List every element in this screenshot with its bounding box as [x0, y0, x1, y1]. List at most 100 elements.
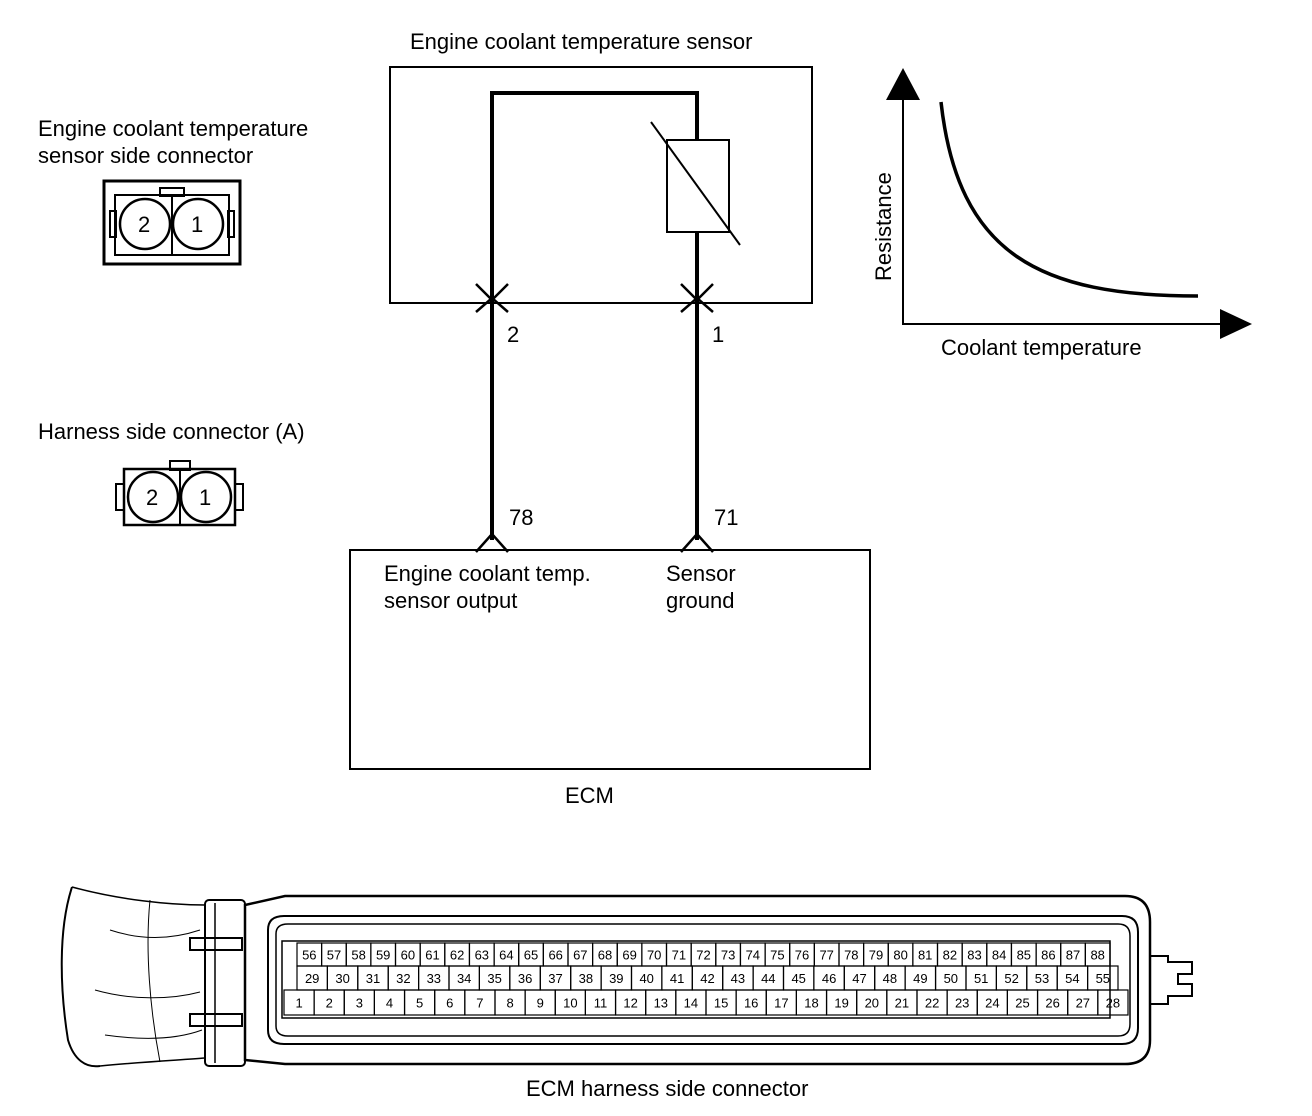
ecm-pin-number: 77: [819, 948, 833, 963]
sensor-pin-2-label: 2: [507, 322, 519, 347]
ecm-pin-number: 84: [992, 948, 1006, 963]
harness-connector-pin-2: [126, 470, 180, 524]
ecm-pin-number: 68: [598, 948, 612, 963]
ecm-output-label-line1: Engine coolant temp.: [384, 561, 591, 586]
ecm-pin-number: 34: [457, 971, 471, 986]
ecm-terminal-78-label: 78: [509, 505, 533, 530]
ecm-pin-number: 21: [895, 996, 909, 1011]
ecm-pin-number: 37: [548, 971, 562, 986]
thermistor-variable-arrow: [650, 121, 741, 246]
sensor-connector-pin-2: [118, 197, 172, 251]
ecm-pin-number: 19: [834, 996, 848, 1011]
sensor-connector-pin-2-label: 2: [138, 212, 150, 237]
ecm-ground-label-line2: ground: [666, 588, 735, 613]
ecm-pin-number: 66: [548, 948, 562, 963]
ecm-pin-number: 35: [487, 971, 501, 986]
ecm-pin-number: 78: [844, 948, 858, 963]
ecm-pin-number: 43: [731, 971, 745, 986]
ecm-pin-number: 87: [1066, 948, 1080, 963]
ecm-pin-number: 38: [579, 971, 593, 986]
sensor-connector-pin-1-label: 1: [191, 212, 203, 237]
sensor-connector-label-line1: Engine coolant temperature: [38, 116, 308, 141]
ecm-pin-number: 10: [563, 996, 577, 1011]
ecm-pin-number: 6: [446, 996, 453, 1011]
ecm-pin-number: 46: [822, 971, 836, 986]
ecm-pin-number: 70: [647, 948, 661, 963]
ecm-pin-number: 9: [537, 996, 544, 1011]
ecm-pin-number: 23: [955, 996, 969, 1011]
ecm-pin-number: 14: [684, 996, 698, 1011]
sensor-connector-label-line2: sensor side connector: [38, 143, 253, 168]
ecm-pin-number: 22: [925, 996, 939, 1011]
ecm-pin-number: 32: [396, 971, 410, 986]
ecm-terminal-71-label: 71: [714, 505, 738, 530]
ecm-pin-number: 44: [761, 971, 775, 986]
ecm-pin-number: 15: [714, 996, 728, 1011]
ecm-pin-number: 56: [302, 948, 316, 963]
ecm-ground-label-line1: Sensor: [666, 561, 736, 586]
sensor-internal-wire: [490, 91, 699, 298]
sensor-terminal-1-connector: [680, 296, 714, 313]
resistance-graph: [886, 68, 1252, 339]
sensor-side-connector: [102, 179, 242, 266]
ecm-pin-number: 60: [401, 948, 415, 963]
ecm-pin-number: 82: [943, 948, 957, 963]
ecm-pin-number: 71: [672, 948, 686, 963]
ecm-pin-number: 74: [746, 948, 760, 963]
ecm-pin-number: 53: [1035, 971, 1049, 986]
ecm-pin-number: 29: [305, 971, 319, 986]
harness-connector-pin-1: [179, 470, 233, 524]
ecm-pin-number: 85: [1017, 948, 1031, 963]
harness-connector-pin-2-label: 2: [146, 485, 158, 510]
ecm-pin-number: 49: [913, 971, 927, 986]
ecm-pin-number: 52: [1004, 971, 1018, 986]
ecm-pin-number: 63: [475, 948, 489, 963]
ecm-pin-number: 62: [450, 948, 464, 963]
ecm-pin-number: 67: [573, 948, 587, 963]
ecm-pin-number: 59: [376, 948, 390, 963]
ecm-pin-number: 12: [623, 996, 637, 1011]
ecm-pin-number: 33: [427, 971, 441, 986]
ecm-pin-number: 18: [804, 996, 818, 1011]
ecm-pin-number: 28: [1106, 996, 1120, 1011]
ecm-pin-number: 50: [944, 971, 958, 986]
ecm-pin-number: 24: [985, 996, 999, 1011]
sensor-terminal-2-connector: [475, 296, 509, 313]
ecm-pin-number: 17: [774, 996, 788, 1011]
ecm-pin-number: 81: [918, 948, 932, 963]
ecm-pin-number: 30: [335, 971, 349, 986]
sensor-title: Engine coolant temperature sensor: [410, 29, 752, 54]
thermistor-symbol: [666, 139, 730, 233]
ecm-pin-number: 57: [327, 948, 341, 963]
ecm-output-label-line2: sensor output: [384, 588, 517, 613]
ecm-pin-number: 64: [499, 948, 513, 963]
ecm-pin-number: 58: [351, 948, 365, 963]
ecm-pin-number: 42: [700, 971, 714, 986]
graph-ylabel: Resistance: [871, 172, 896, 281]
ecm-pin-number: 36: [518, 971, 532, 986]
ecm-pin-number: 3: [356, 996, 363, 1011]
ecm-pin-number: 51: [974, 971, 988, 986]
ecm-box: [349, 549, 871, 770]
ecm-pin-number: 39: [609, 971, 623, 986]
ecm-pin-number: 86: [1041, 948, 1055, 963]
ecm-pin-number: 16: [744, 996, 758, 1011]
ecm-pin-number: 69: [622, 948, 636, 963]
graph-xlabel: Coolant temperature: [941, 335, 1142, 360]
ecm-connector-body: [60, 886, 1193, 1068]
ecm-pin-number: 88: [1090, 948, 1104, 963]
ecm-pin-number: 7: [476, 996, 483, 1011]
ecm-pin-number: 13: [654, 996, 668, 1011]
ecm-pin-number: 5: [416, 996, 423, 1011]
harness-connector-pin-1-label: 1: [199, 485, 211, 510]
ecm-pin-number: 1: [295, 996, 302, 1011]
ecm-pin-number: 79: [869, 948, 883, 963]
ecm-pin-number: 41: [670, 971, 684, 986]
graph-y-axis-arrow: [886, 68, 920, 100]
ecm-pin-number: 55: [1096, 971, 1110, 986]
ecm-pin-number: 65: [524, 948, 538, 963]
ecm-pin-number: 11: [594, 996, 608, 1011]
graph-x-axis-arrow: [1220, 309, 1252, 339]
